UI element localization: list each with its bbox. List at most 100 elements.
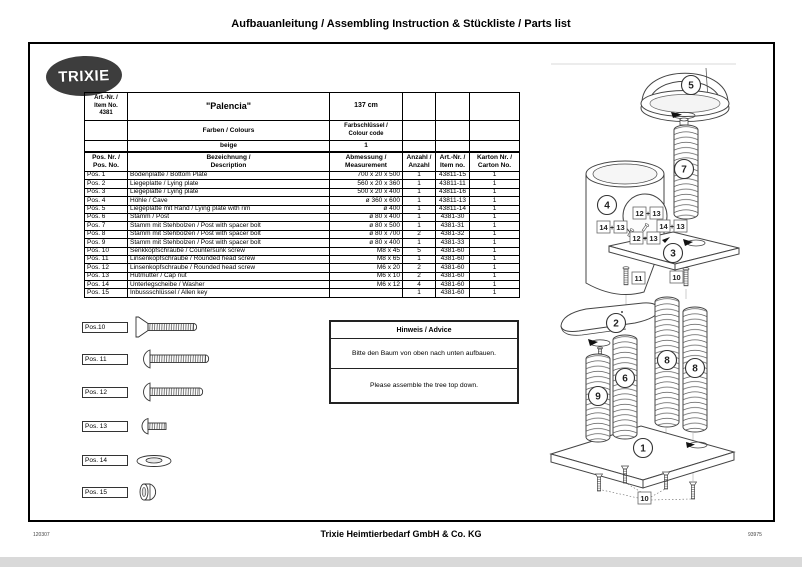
screw-10-upper: [682, 267, 690, 287]
content-frame: TRIXIE Art.-Nr. / Item No. 4381 "Palenci…: [28, 42, 775, 522]
rounded-head-screw-long-icon: [143, 349, 210, 369]
post-top-stub: [679, 117, 689, 126]
hardware-item-pos15: Pos. 15: [82, 480, 222, 504]
scan-edge-strip: [0, 557, 802, 567]
hardware-item-pos10: Pos.10: [82, 315, 222, 339]
hardware-label: Pos. 15: [82, 486, 128, 498]
svg-text:11: 11: [635, 274, 643, 283]
header-art-no: Art.-Nr. / Item no.: [435, 152, 470, 172]
header-pos: Pos. Nr. / Pos. No.: [84, 152, 128, 172]
advice-text-english: Please assemble the tree top down.: [369, 381, 479, 389]
callout-circle-1: 1: [632, 437, 654, 459]
svg-text:14: 14: [659, 222, 668, 231]
colour-code-value: 1: [329, 140, 403, 152]
svg-text:8: 8: [664, 356, 670, 367]
callout-box-10-upper: 10: [669, 270, 684, 284]
rotation-indicator-plate2: [588, 339, 611, 347]
svg-text:13: 13: [616, 223, 624, 232]
hardware-label: Pos. 11: [82, 353, 128, 365]
leader-lines: [601, 482, 692, 501]
footer-company: Trixie Heimtierbedarf GmbH & Co. KG: [320, 529, 482, 539]
callout-box-10-base: 10: [637, 491, 652, 505]
arrow-icon: [683, 239, 693, 246]
svg-text:10: 10: [640, 494, 648, 503]
base-screw: [689, 481, 697, 500]
svg-text:13: 13: [649, 234, 657, 243]
footer-code-left: 120307: [33, 532, 50, 538]
colour-code-label: Farbschlüssel / Colour code: [329, 120, 403, 141]
top-bed-part: [640, 67, 730, 122]
hardware-item-pos13: Pos. 13: [82, 414, 222, 438]
svg-text:+: +: [643, 236, 647, 243]
trixie-logo: TRIXIE: [45, 54, 123, 98]
hardware-label: Pos. 13: [82, 420, 128, 432]
svg-text:12: 12: [635, 209, 643, 218]
svg-text:12: 12: [632, 234, 640, 243]
svg-text:9: 9: [595, 392, 601, 403]
svg-text:10: 10: [672, 273, 680, 282]
rotation-indicator-plate3: [662, 237, 706, 247]
hardware-label: Pos. 14: [82, 454, 128, 466]
screw-11: [622, 266, 630, 286]
svg-text:13: 13: [676, 222, 684, 231]
callout-circle-8b: 8: [684, 357, 706, 379]
hardware-label: Pos.10: [82, 321, 128, 333]
rotation-indicator-base: [686, 441, 708, 449]
arrow-icon: [686, 442, 695, 448]
trixie-logo-text: TRIXIE: [58, 66, 110, 86]
header-measurement: Abmessung / Measurement: [329, 152, 403, 172]
hardware-item-pos14: Pos. 14: [82, 448, 222, 472]
svg-text:+: +: [670, 224, 674, 231]
callout-box-11: 11: [631, 271, 646, 285]
callout-circle-4: 4: [596, 194, 618, 216]
header-carton: Karton Nr. / Carton No.: [469, 152, 520, 172]
page-title: Aufbauanleitung / Assembling Instruction…: [231, 18, 571, 30]
svg-text:8: 8: [692, 364, 698, 375]
callout-box-12-13-lower: 12 + 13: [629, 231, 661, 245]
svg-text:4: 4: [604, 201, 610, 212]
advice-text-german: Bitte den Baum von oben nach unten aufba…: [331, 339, 517, 369]
svg-text:1: 1: [640, 444, 646, 455]
svg-text:3: 3: [670, 249, 676, 260]
hardware-label: Pos. 12: [82, 386, 128, 398]
svg-text:5: 5: [688, 81, 694, 92]
arrow-icon: [588, 339, 598, 346]
product-height: 137 cm: [329, 92, 403, 121]
svg-text:13: 13: [652, 209, 660, 218]
hardware-item-pos11: Pos. 11: [82, 347, 222, 371]
callout-circle-2: 2: [605, 312, 627, 334]
assembly-diagram: 12 + 13 14 + 13 14 + 13 12: [549, 63, 740, 505]
svg-text:+: +: [610, 225, 614, 232]
countersunk-screw-icon: [135, 316, 198, 338]
colour-value: beige: [127, 140, 330, 152]
hardware-item-pos12: Pos. 12: [82, 380, 222, 404]
product-name: "Palencia": [127, 92, 330, 121]
product-info-table: Art.-Nr. / Item No. 4381 "Palencia" 137 …: [84, 92, 520, 152]
arrow-icon: [671, 112, 682, 118]
advice-box: Hinweis / Advice Bitte den Baum von oben…: [329, 320, 519, 404]
callout-circle-5: 5: [680, 74, 702, 96]
header-description: Bezeichnung / Description: [127, 152, 330, 172]
svg-text:+: +: [646, 211, 650, 218]
washer-icon: [136, 455, 172, 467]
advice-title: Hinweis / Advice: [331, 322, 517, 339]
short-screw-icon: [141, 417, 167, 435]
rounded-head-screw-icon: [143, 382, 204, 402]
callout-circle-8a: 8: [656, 349, 678, 371]
product-art-no: Art.-Nr. / Item No. 4381: [84, 92, 128, 121]
